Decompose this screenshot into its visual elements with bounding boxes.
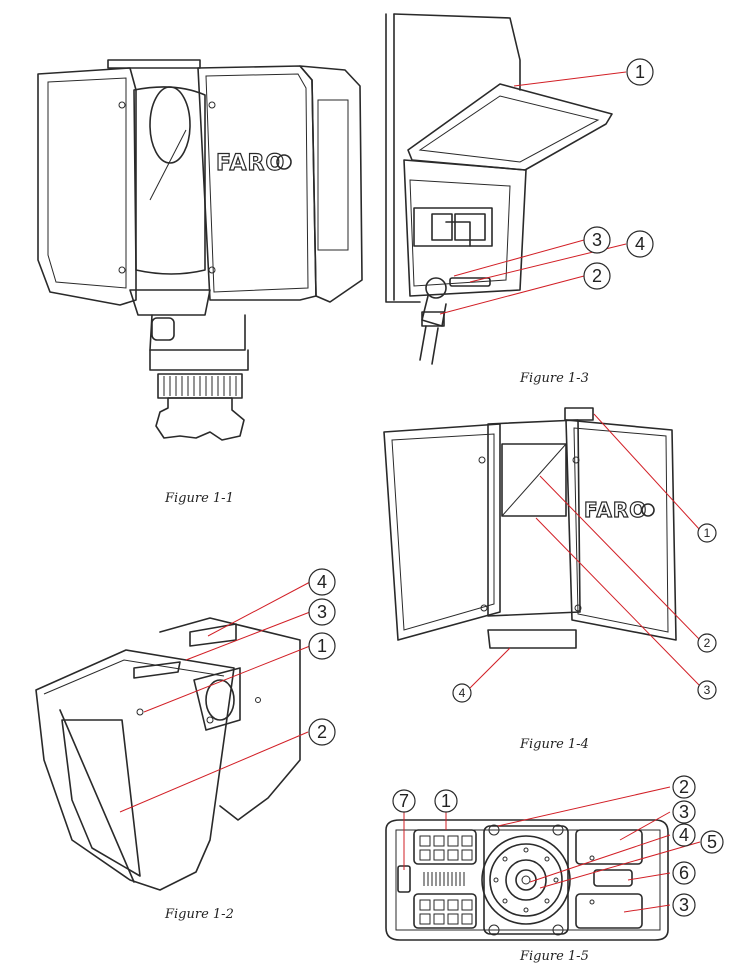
svg-text:3: 3 [704, 683, 711, 697]
svg-text:1: 1 [317, 636, 327, 656]
svg-text:3: 3 [592, 230, 602, 250]
figure-1-3-battery-compartment [385, 13, 613, 365]
figure-1-4-scanner-front-view: FARO [383, 407, 677, 649]
svg-text:6: 6 [679, 863, 689, 883]
fig4-callout-2: 2 [697, 633, 717, 653]
svg-text:1: 1 [704, 526, 711, 540]
figure-1-2-scanner-angled-view [35, 617, 301, 891]
svg-text:3: 3 [679, 802, 689, 822]
figure-1-2-caption: Figure 1-2 [164, 907, 234, 922]
fig5-callout-1: 1 [434, 789, 458, 813]
fig5-callout-3b: 3 [672, 893, 696, 917]
figure-1-4-caption: Figure 1-4 [519, 737, 589, 752]
fig5-callout-2: 2 [672, 775, 696, 799]
figure-1-1-caption: Figure 1-1 [164, 491, 234, 506]
svg-text:1: 1 [635, 62, 645, 82]
fig2-callout-2: 2 [308, 718, 336, 746]
fig2-callout-1: 1 [308, 632, 336, 660]
svg-text:3: 3 [679, 895, 689, 915]
fig5-callout-4: 4 [672, 823, 696, 847]
svg-text:2: 2 [704, 636, 711, 650]
faro-logo: FARO [216, 151, 285, 176]
faro-logo-fig4: FARO [584, 498, 647, 522]
fig5-callout-7: 7 [392, 789, 416, 813]
fig3-callout-3: 3 [583, 226, 611, 254]
figure-1-5-scanner-bottom-view [385, 819, 669, 941]
svg-text:2: 2 [317, 722, 327, 742]
svg-text:7: 7 [399, 791, 409, 811]
svg-text:5: 5 [707, 832, 717, 852]
fig2-callout-4: 4 [308, 568, 336, 596]
fig5-callout-5: 5 [700, 830, 724, 854]
svg-text:2: 2 [679, 777, 689, 797]
fig5-callout-6: 6 [672, 861, 696, 885]
figure-1-3-caption: Figure 1-3 [519, 371, 589, 386]
fig4-callout-1: 1 [697, 523, 717, 543]
fig4-callout-3: 3 [697, 680, 717, 700]
svg-text:4: 4 [679, 825, 689, 845]
svg-text:4: 4 [317, 572, 327, 592]
fig3-callout-2: 2 [583, 262, 611, 290]
fig5-callout-3a: 3 [672, 800, 696, 824]
figure-1-1-scanner-front: FARO [37, 59, 363, 441]
figure-1-5-caption: Figure 1-5 [519, 949, 589, 964]
svg-text:4: 4 [459, 686, 466, 700]
fig3-callout-4: 4 [626, 230, 654, 258]
svg-text:3: 3 [317, 602, 327, 622]
svg-text:4: 4 [635, 234, 645, 254]
fig4-callout-4: 4 [452, 683, 472, 703]
fig2-callout-3: 3 [308, 598, 336, 626]
fig3-callout-1: 1 [626, 58, 654, 86]
svg-text:2: 2 [592, 266, 602, 286]
svg-text:1: 1 [441, 791, 451, 811]
